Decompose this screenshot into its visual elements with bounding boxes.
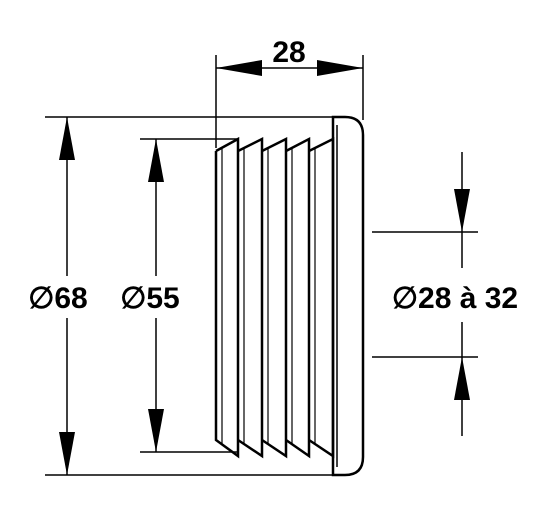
inner-arrowhead-bottom: [148, 409, 164, 452]
outer-diameter-label: ∅68: [28, 282, 88, 315]
inner-arrowhead-top: [148, 139, 164, 182]
seal-cap: [331, 115, 365, 477]
inner-diameter-label: ∅55: [120, 282, 180, 315]
outer-arrowhead-bottom: [59, 432, 75, 475]
seal-fins: [214, 136, 335, 459]
dimension-pipe-range: ∅28 à 32: [372, 152, 518, 436]
seal-fin-5: [308, 136, 335, 459]
pipe-range-label: ∅28 à 32: [392, 282, 518, 315]
seal-body: [214, 115, 365, 477]
dimension-inner-diameter: ∅55: [120, 138, 238, 453]
pipe-arrowhead-bottom: [454, 357, 470, 400]
outer-arrowhead-top: [59, 117, 75, 160]
seal-fin-4: [285, 136, 311, 459]
dimension-width: 28: [215, 36, 364, 148]
seal-fin-1: [214, 136, 240, 459]
seal-fin-3: [261, 136, 288, 459]
pipe-arrowhead-top: [454, 189, 470, 232]
width-label: 28: [272, 36, 305, 69]
seal-fin-2: [237, 136, 264, 459]
arrowhead-left: [216, 60, 262, 76]
arrowhead-right: [317, 60, 363, 76]
dimension-outer-diameter: ∅68: [28, 116, 340, 476]
